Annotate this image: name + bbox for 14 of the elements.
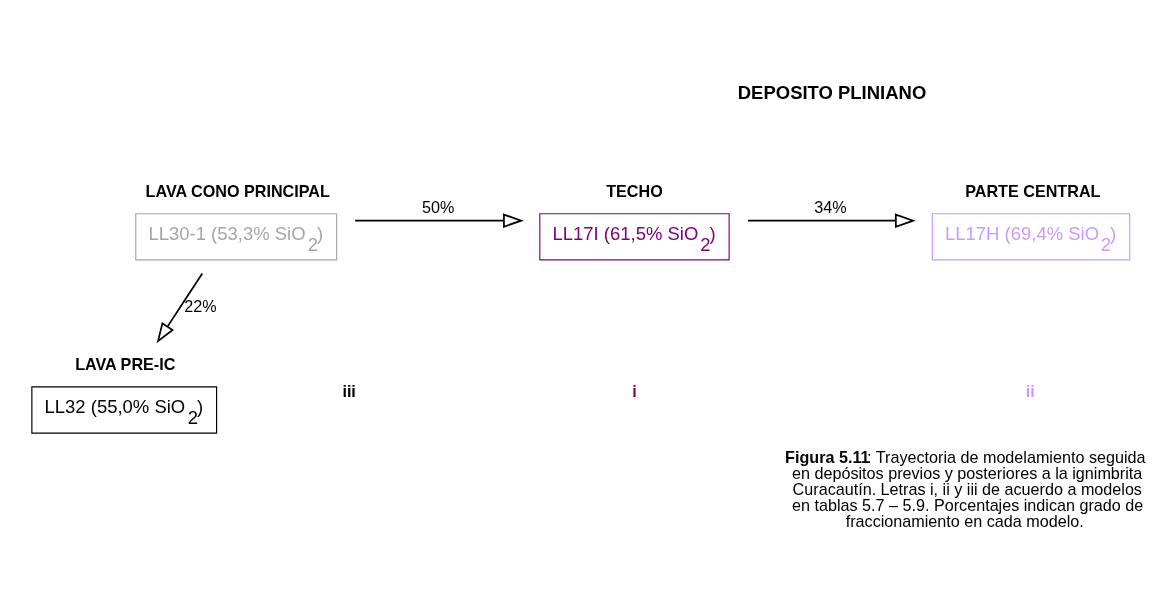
label: iii — [342, 381, 356, 400]
arrow — [747, 212, 916, 228]
arrow — [354, 212, 524, 228]
label: i — [632, 381, 637, 400]
edge-label: 22% — [184, 296, 217, 314]
edge-label: 34% — [814, 197, 847, 216]
node-label: LAVA PRE-IC — [75, 354, 176, 373]
node-label: PARTE CENTRAL — [965, 181, 1101, 200]
label: DEPOSITO PLINIANO — [737, 81, 927, 103]
label: ii — [1025, 381, 1035, 400]
arrow — [156, 272, 204, 343]
edge-label: 50% — [422, 197, 455, 216]
node-label: TECHO — [606, 181, 663, 200]
node-label: LAVA CONO PRINCIPAL — [145, 181, 330, 200]
